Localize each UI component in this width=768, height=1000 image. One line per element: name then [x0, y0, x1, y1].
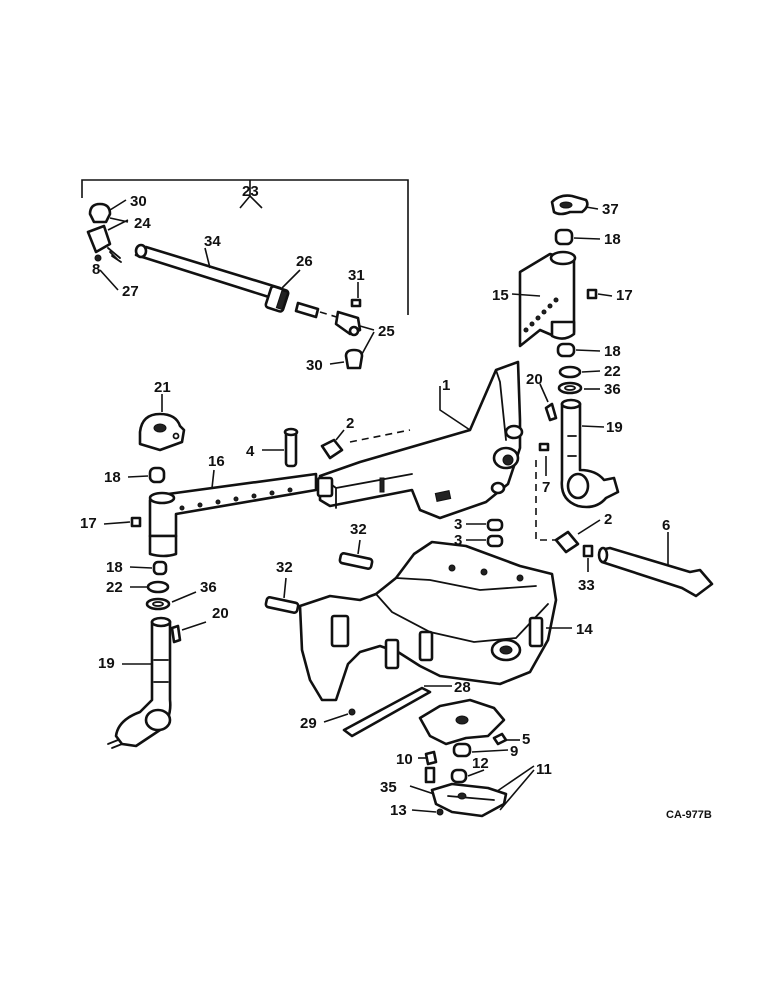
callout-32-a: 32 — [350, 521, 367, 538]
dust-boot-left — [88, 202, 112, 224]
callout-6: 6 — [662, 517, 670, 534]
bolt-10 — [424, 750, 438, 766]
left-spindle-group — [103, 394, 318, 749]
callout-36-b: 36 — [200, 579, 217, 596]
steering-arm-left — [148, 472, 318, 538]
shim-plate — [342, 686, 432, 738]
callout-3-a: 3 — [454, 516, 462, 533]
dust-boot-right — [344, 348, 364, 370]
callout-2-a: 2 — [346, 415, 354, 432]
tie-rod-assembly — [81, 179, 409, 370]
spacer-9 — [452, 742, 472, 758]
callout-27: 27 — [122, 283, 139, 300]
callout-22-b: 22 — [106, 579, 123, 596]
callout-2-b: 2 — [604, 511, 612, 528]
callout-30b: 30 — [306, 357, 323, 374]
callout-15: 15 — [492, 287, 509, 304]
callout-1: 1 — [442, 377, 450, 394]
callout-33: 33 — [578, 577, 595, 594]
front-support — [298, 540, 572, 702]
bushing-right-top — [554, 228, 574, 246]
seal-right — [557, 381, 583, 395]
seal-left — [145, 597, 171, 611]
callout-21: 21 — [154, 379, 171, 396]
callout-28: 28 — [454, 679, 471, 696]
callout-17-a: 17 — [616, 287, 633, 304]
key-right — [544, 402, 558, 422]
callout-19-b: 19 — [98, 655, 115, 672]
callout-12: 12 — [472, 755, 489, 772]
callout-5: 5 — [522, 731, 530, 748]
bolt-33 — [582, 544, 594, 558]
callout-34: 34 — [204, 233, 221, 250]
right-spindle-group — [511, 194, 620, 509]
stud-upper — [338, 552, 374, 570]
key-left — [170, 624, 182, 644]
callout-10: 10 — [396, 751, 413, 768]
spacer-12 — [450, 768, 468, 784]
callout-30: 30 — [130, 193, 147, 210]
callout-25: 25 — [378, 323, 395, 340]
callout-19-a: 19 — [606, 419, 623, 436]
tie-rod-end-left — [86, 224, 112, 254]
callout-13: 13 — [390, 802, 407, 819]
callout-14: 14 — [576, 621, 593, 638]
callout-31: 31 — [348, 267, 365, 284]
bushing-right-bottom — [556, 342, 576, 358]
callout-36-a: 36 — [604, 381, 621, 398]
callout-26: 26 — [296, 253, 313, 270]
callout-20-a: 20 — [526, 371, 543, 388]
callout-9: 9 — [510, 743, 518, 760]
axle-main-beam — [316, 360, 524, 520]
callout-22-a: 22 — [604, 363, 621, 380]
fastener-29 — [348, 708, 356, 716]
callout-16: 16 — [208, 453, 225, 470]
tie-rod-tube — [134, 245, 282, 300]
callout-29: 29 — [300, 715, 317, 732]
callout-17-b: 17 — [80, 515, 97, 532]
wedge-right — [554, 530, 580, 554]
figure-code: CA-977B — [666, 809, 712, 821]
spacer-lower — [486, 534, 504, 548]
nut-13 — [436, 808, 444, 816]
callout-labels: 23 30 24 34 8 27 26 31 25 30 37 18 15 17… — [80, 183, 670, 819]
callout-18-b: 18 — [604, 343, 621, 360]
thrust-washer-left — [146, 580, 170, 594]
pivot-pin — [284, 430, 298, 468]
callout-8: 8 — [92, 261, 100, 278]
thrust-washer-right — [558, 365, 582, 379]
callout-7: 7 — [542, 479, 550, 496]
stud-lower — [264, 596, 300, 614]
pivot-shaft — [598, 546, 714, 598]
spacer-upper — [486, 518, 504, 532]
grease-fitting-axle — [538, 442, 550, 452]
callout-35: 35 — [380, 779, 397, 796]
support-bracket-lower — [430, 782, 508, 818]
callout-18-c: 18 — [104, 469, 121, 486]
callout-18-a: 18 — [604, 231, 621, 248]
callout-24: 24 — [134, 215, 151, 232]
callout-18-d: 18 — [106, 559, 123, 576]
callout-4: 4 — [246, 443, 255, 460]
bushing-left-top — [148, 466, 166, 484]
callout-3-b: 3 — [454, 532, 462, 549]
screw-5 — [492, 732, 508, 746]
callout-23: 23 — [242, 183, 259, 200]
callout-11: 11 — [536, 761, 552, 778]
bushing-left-bottom — [152, 560, 168, 576]
callout-20-b: 20 — [212, 605, 229, 622]
callout-37: 37 — [602, 201, 619, 218]
wedge-left — [320, 438, 344, 460]
callout-32-b: 32 — [276, 559, 293, 576]
